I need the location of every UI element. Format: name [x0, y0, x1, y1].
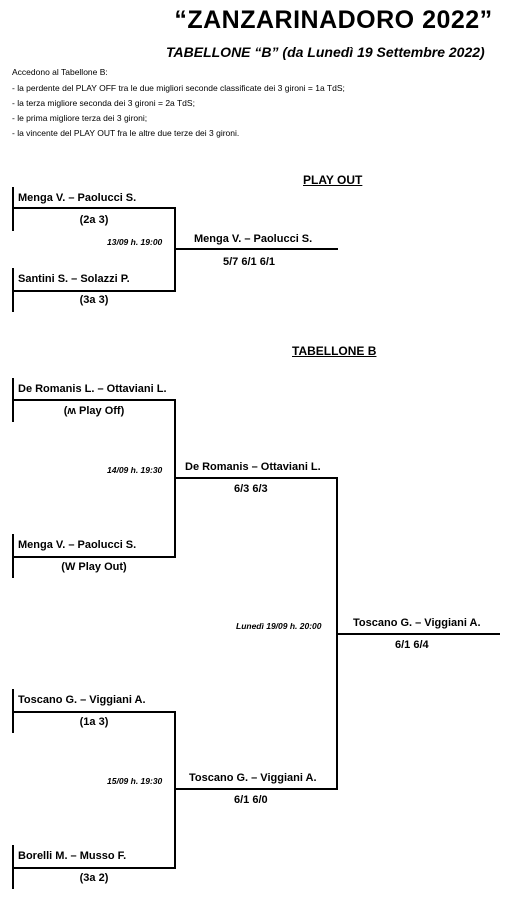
playout-winner: Menga V. – Paolucci S. [194, 233, 313, 245]
final-score: 6/1 6/4 [395, 639, 429, 651]
sf1-score: 6/3 6/3 [234, 483, 268, 495]
final-date: Lunedì 19/09 h. 20:00 [236, 621, 322, 631]
rule-item-3: - le prima migliore terza dei 3 gironi; [12, 113, 148, 123]
bracket-line [12, 867, 176, 869]
playout-player-2: Santini S. – Solazzi P. [18, 273, 130, 285]
page-title: “ZANZARINADORO 2022” [174, 6, 493, 34]
bracket-line [336, 633, 500, 635]
r1-seed-3: (1a 3) [79, 716, 109, 728]
sf1-date: 14/09 h. 19:30 [107, 465, 163, 475]
rule-item-2: - la terza migliore seconda dei 3 gironi… [12, 98, 195, 108]
sf2-date: 15/09 h. 19:30 [107, 776, 163, 786]
bracket-line [12, 290, 176, 292]
page-subtitle: TABELLONE “B” (da Lunedì 19 Settembre 20… [166, 44, 485, 60]
bracket-line [12, 399, 176, 401]
bracket-line [12, 711, 176, 713]
r1-seed-1: (ʍ Play Off) [63, 405, 125, 417]
bracket-line [174, 477, 338, 479]
bracket-line [12, 207, 176, 209]
r1-player-1: De Romanis L. – Ottaviani L. [18, 383, 167, 395]
r1-player-4: Borelli M. – Musso F. [18, 850, 127, 862]
r1-player-2: Menga V. – Paolucci S. [18, 539, 137, 551]
bracket-line [174, 711, 176, 869]
sf2-winner: Toscano G. – Viggiani A. [189, 772, 317, 784]
r1-seed-4: (3a 2) [79, 872, 109, 884]
rules-intro: Accedono al Tabellone B: [12, 67, 108, 77]
r1-seed-2: (W Play Out) [61, 561, 127, 573]
bracket-line [12, 556, 176, 558]
final-winner: Toscano G. – Viggiani A. [353, 617, 481, 629]
bracket-line [12, 187, 14, 231]
sf2-score: 6/1 6/0 [234, 794, 268, 806]
bracket-line [174, 788, 338, 790]
playout-seed-1: (2a 3) [79, 214, 109, 226]
tabellone-heading: TABELLONE B [292, 344, 377, 358]
playout-heading: PLAY OUT [303, 173, 363, 187]
playout-match-date: 13/09 h. 19:00 [107, 237, 163, 247]
sf1-winner: De Romanis – Ottaviani L. [185, 461, 321, 473]
bracket-line [174, 248, 338, 250]
rule-item-4: - la vincente del PLAY OUT fra le altre … [12, 128, 240, 138]
playout-seed-2: (3a 3) [79, 294, 109, 306]
playout-player-1: Menga V. – Paolucci S. [18, 192, 137, 204]
playout-score: 5/7 6/1 6/1 [223, 256, 275, 268]
rule-item-1: - la perdente del PLAY OFF tra le due mi… [12, 83, 345, 93]
r1-player-3: Toscano G. – Viggiani A. [18, 694, 146, 706]
